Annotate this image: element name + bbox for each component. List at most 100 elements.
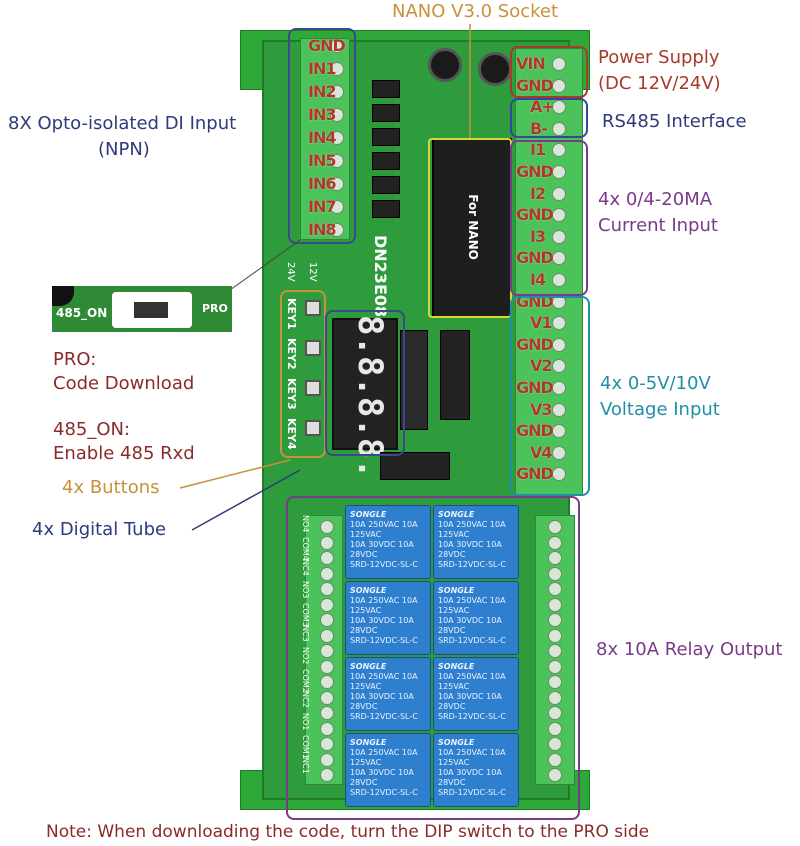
left-terminal-label: IN2 xyxy=(308,82,337,101)
left-terminal-label: IN1 xyxy=(308,59,337,78)
relay-text: SONGLE xyxy=(350,738,387,747)
relay-terminal-screw xyxy=(320,520,334,534)
display-box xyxy=(325,310,405,456)
power-supply-label-2: (DC 12V/24V) xyxy=(598,73,721,94)
terminal-screw xyxy=(330,177,344,191)
relay-terminal-screw xyxy=(320,628,334,643)
relay-terminal-screw xyxy=(320,706,334,720)
left-terminal-label: IN8 xyxy=(308,220,337,239)
relay-text: SONGLE xyxy=(350,586,387,595)
relay-text: 10A 30VDC 10A 28VDC xyxy=(438,692,502,711)
terminal-screw xyxy=(330,39,344,53)
relay-text: 10A 250VAC 10A 125VAC xyxy=(350,672,418,691)
right-terminal-label: GND xyxy=(516,464,554,484)
terminal-screw xyxy=(330,62,344,76)
right-terminal-label: V4 xyxy=(530,442,552,462)
terminal-screw xyxy=(552,229,566,244)
key-button-1[interactable] xyxy=(305,300,321,316)
terminal-screw xyxy=(552,445,566,460)
relay-terminal-screw xyxy=(548,706,562,720)
relay-terminal-screw xyxy=(320,659,334,674)
relay-output-box xyxy=(286,496,580,820)
optocoupler xyxy=(372,200,400,218)
terminal-screw xyxy=(330,200,344,214)
digital-tube-display xyxy=(332,318,398,450)
terminal-screw xyxy=(330,85,344,99)
digital-tube-label: 4x Digital Tube xyxy=(32,519,167,540)
terminal-screw xyxy=(330,223,344,237)
right-terminal-label: V3 xyxy=(530,399,552,419)
relay-text: SONGLE xyxy=(438,738,475,747)
relay-text: 10A 250VAC 10A 125VAC xyxy=(350,748,418,767)
relay-text: SONGLE xyxy=(438,662,475,671)
relay-terminal-screw xyxy=(320,644,334,658)
terminal-screw xyxy=(552,251,566,266)
relay-text: SRD-12VDC-SL-C xyxy=(350,712,418,721)
terminal-screw xyxy=(552,165,566,179)
pro-label-1: PRO: xyxy=(53,349,97,370)
relay-text: SONGLE xyxy=(438,586,475,595)
relay-text: 10A 250VAC 10A 125VAC xyxy=(438,596,506,615)
capacitor xyxy=(478,52,512,86)
relay-output-label: 8x 10A Relay Output xyxy=(596,639,783,660)
terminal-screw xyxy=(552,467,566,482)
terminal-screw xyxy=(552,208,566,223)
key-button-3[interactable] xyxy=(305,380,321,396)
switch-knob[interactable] xyxy=(134,302,168,318)
optocoupler xyxy=(372,104,400,122)
right-terminal-label: GND xyxy=(516,162,554,181)
rs485-on-label-2: Enable 485 Rxd xyxy=(53,443,195,464)
terminal-screw xyxy=(552,424,566,439)
relay-terminal-screw xyxy=(548,644,562,658)
relay-terminal-screw xyxy=(548,675,562,689)
relay-terminal-screw xyxy=(548,752,562,767)
relay-text: 10A 30VDC 10A 28VDC xyxy=(438,768,502,787)
key-button-4[interactable] xyxy=(305,420,321,436)
relay-terminal-screw xyxy=(320,597,334,612)
relay-text: SRD-12VDC-SL-C xyxy=(350,560,418,569)
terminal-screw xyxy=(552,57,566,71)
relay-terminal-screw xyxy=(320,752,334,767)
terminal-screw xyxy=(552,143,566,158)
relay-text: SRD-12VDC-SL-C xyxy=(438,788,506,797)
pro-label-2: Code Download xyxy=(53,373,195,394)
relay-terminal-screw xyxy=(320,721,334,736)
relay-terminal-screw xyxy=(548,690,562,705)
left-terminal-label: IN7 xyxy=(308,197,337,216)
terminal-screw xyxy=(552,78,566,93)
left-terminal-label: IN3 xyxy=(308,105,337,124)
terminal-screw xyxy=(330,154,344,168)
key-button-2[interactable] xyxy=(305,340,321,356)
relay-terminal-screw xyxy=(548,520,562,534)
terminal-screw xyxy=(552,121,566,136)
relay-text: 10A 30VDC 10A 28VDC xyxy=(438,616,502,635)
power-box xyxy=(510,46,588,98)
relay-terminal-screw xyxy=(548,535,562,550)
right-terminal-label: I2 xyxy=(530,183,546,203)
right-terminal-label: GND xyxy=(516,421,554,441)
relay-text: 10A 250VAC 10A 125VAC xyxy=(350,520,418,539)
relay-terminal-screw xyxy=(548,628,562,643)
relay-terminal-screw xyxy=(320,613,334,627)
terminal-screw xyxy=(552,100,566,115)
relay-terminal-screw xyxy=(548,768,562,782)
right-terminal-block xyxy=(515,48,583,496)
right-terminal-label: GND xyxy=(516,75,554,95)
relay-text: SONGLE xyxy=(438,510,475,519)
buttons-label: 4x Buttons xyxy=(62,477,160,498)
dip-switch[interactable] xyxy=(112,292,192,328)
right-terminal-label: VIN xyxy=(516,54,546,73)
relay-terminal-screw xyxy=(320,551,334,565)
relay-terminal-screw xyxy=(320,535,334,550)
relay-text: 10A 250VAC 10A 125VAC xyxy=(438,672,506,691)
voltage-input-box xyxy=(510,296,590,496)
relay-terminal-screw xyxy=(548,721,562,736)
rs485-on-label-1: 485_ON: xyxy=(53,419,131,440)
terminal-screw xyxy=(552,337,566,352)
relay-terminal-screw xyxy=(320,566,334,581)
